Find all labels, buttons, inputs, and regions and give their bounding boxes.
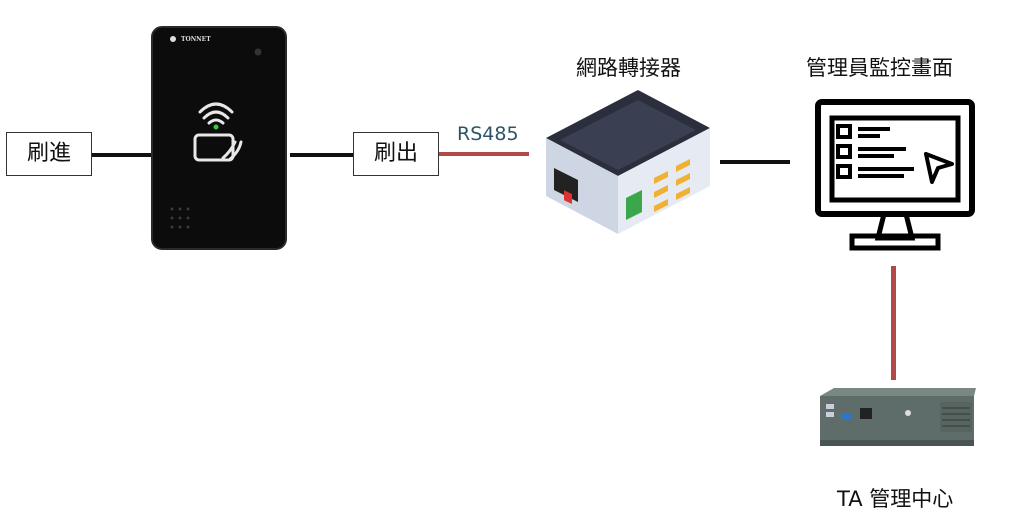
reader-brand: TONNET [181,36,211,43]
mini-pc-device [816,386,978,448]
connector-rs485 [439,152,529,156]
network-adapter-device [542,88,714,236]
admin-monitor-label: 管理員監控畫面 [806,56,953,80]
monitor-icon [814,98,976,254]
card-reader-device: TONNET [151,26,287,250]
network-adapter-label: 網路轉接器 [576,56,681,80]
swipe-in-label: 刷進 [6,132,92,176]
swipe-out-label: 刷出 [353,132,439,176]
wifi-card-icon [193,102,243,162]
connector-ta-center [891,266,896,380]
ta-center-label: TA 管理中心 [837,487,954,511]
protocol-label: RS485 [457,123,519,145]
connector-monitor [720,160,790,164]
connector-swipe-in [92,153,152,157]
connector-swipe-out [290,153,354,157]
